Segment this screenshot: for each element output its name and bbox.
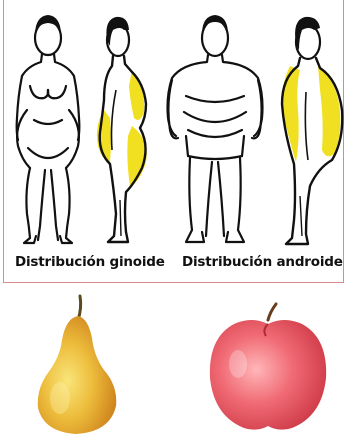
apple-fruit — [210, 304, 326, 430]
gynoid-caption: Distribución ginoide — [15, 254, 165, 270]
fruits-illustration — [0, 290, 350, 439]
body-fat-distribution-panel: Distribución ginoide Distribución androi… — [0, 0, 350, 285]
figures-illustration — [0, 0, 350, 285]
gynoid-front-figure — [17, 15, 80, 243]
android-side-figure — [282, 17, 342, 244]
gynoid-side-figure — [97, 17, 147, 242]
pear-fruit — [38, 296, 117, 434]
android-front-figure — [168, 15, 263, 242]
android-caption: Distribución androide — [182, 254, 343, 270]
